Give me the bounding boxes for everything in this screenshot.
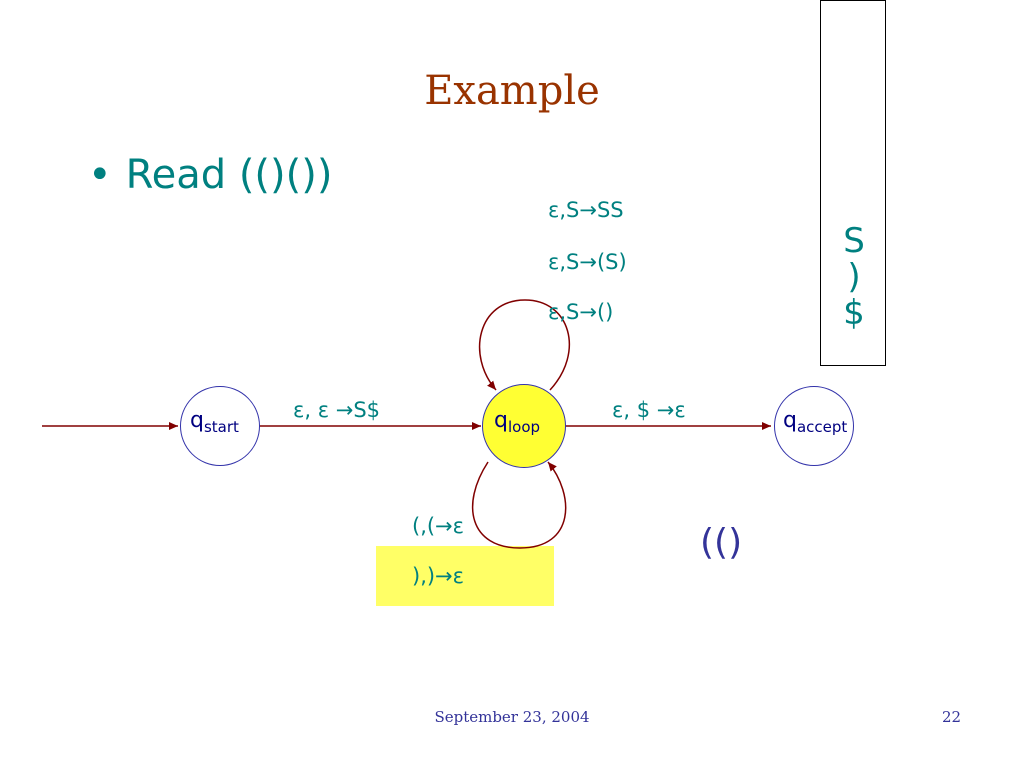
edge-label-loop-accept: ε, $ →ε <box>612 398 686 422</box>
state-accept <box>774 386 854 466</box>
bottom-loop-rule: ),)→ε <box>412 564 465 588</box>
bullet-text: Read (()()) <box>125 152 333 198</box>
state-loop-label: qloop <box>494 408 541 436</box>
bullet-item: • Read (()()) <box>88 152 332 198</box>
page-number: 22 <box>942 708 962 726</box>
stack-box: S ) $ <box>820 0 886 366</box>
state-start <box>180 386 260 466</box>
stack-item: S <box>843 221 865 261</box>
footer-date: September 23, 2004 <box>434 708 590 726</box>
edge-label-start-loop: ε, ε →S$ <box>293 398 381 422</box>
bottom-loop-rule: (,(→ε <box>412 514 465 538</box>
bullet-dot-icon: • <box>88 152 112 198</box>
remaining-input: (() <box>700 522 743 563</box>
top-loop-rule: ε,S→(S) <box>548 250 627 274</box>
top-loop-rule: ε,S→() <box>548 300 614 324</box>
stack-item: $ <box>843 293 865 333</box>
bottom-self-loop-arrow <box>471 461 567 549</box>
top-self-loop-arrow <box>478 299 571 391</box>
state-accept-label: qaccept <box>783 408 848 436</box>
state-start-label: qstart <box>190 408 239 436</box>
slide-title: Example <box>424 68 600 114</box>
top-loop-rule: ε,S→SS <box>548 198 624 222</box>
stack-item: ) <box>847 257 861 297</box>
state-loop <box>482 384 566 468</box>
rule-highlight <box>376 546 554 606</box>
